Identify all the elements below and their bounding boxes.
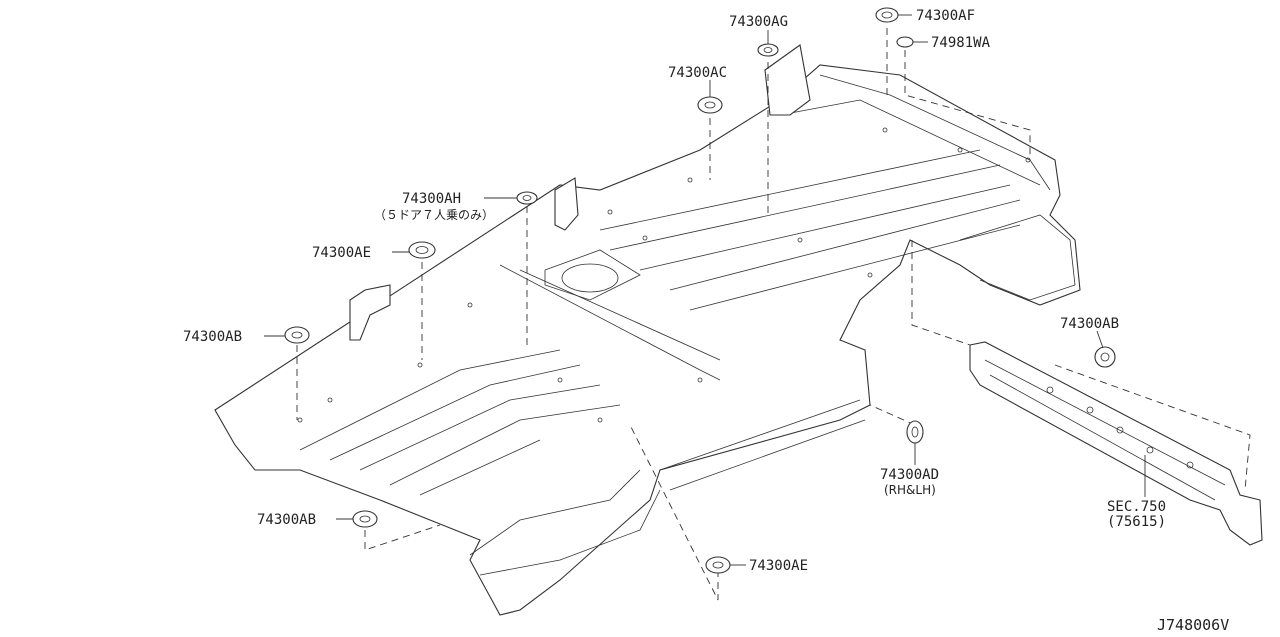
grommet-ab2 xyxy=(352,510,378,528)
note-74300ah: （５ドア７人乗のみ） xyxy=(374,208,494,222)
diagram-code: J748006V xyxy=(1157,616,1229,634)
grommet-ag xyxy=(757,43,779,57)
grommet-ad xyxy=(906,420,924,444)
grommet-ae2 xyxy=(705,556,731,574)
grommet-af xyxy=(875,7,899,23)
label-74300ad: 74300AD xyxy=(880,467,939,483)
label-74300ah: 74300AH xyxy=(402,191,461,207)
sill-reinforcement-part xyxy=(969,341,1263,546)
label-74300ac: 74300AC xyxy=(668,65,727,81)
callout-labels: 74300AG 74300AF 74981WA 74300AC 74300AH … xyxy=(183,8,1166,574)
label-74981wa: 74981WA xyxy=(931,35,991,51)
grommet-ah xyxy=(516,191,538,205)
leader-lines xyxy=(264,14,1146,566)
label-74300ab-3: 74300AB xyxy=(1060,316,1119,332)
grommet-ae1 xyxy=(408,241,436,259)
floor-panel-assembly xyxy=(214,44,1081,616)
grommet-ab3 xyxy=(1094,346,1116,368)
grommet-markers xyxy=(284,7,1116,574)
reference-lines xyxy=(296,28,1251,601)
grommet-ac xyxy=(697,96,723,114)
label-sec-750: SEC.750 xyxy=(1107,499,1166,515)
label-74300ab-2: 74300AB xyxy=(257,512,316,528)
label-74300af: 74300AF xyxy=(916,8,975,24)
note-74300ad: (RH&LH) xyxy=(884,483,936,497)
label-74300ae-2: 74300AE xyxy=(749,558,808,574)
label-74300ab-1: 74300AB xyxy=(183,329,242,345)
plug-wa xyxy=(896,36,914,48)
label-74300ag: 74300AG xyxy=(729,14,788,30)
label-74300ae-1: 74300AE xyxy=(312,245,371,261)
note-sec-750: (75615) xyxy=(1107,514,1166,530)
grommet-ab1 xyxy=(284,326,310,344)
